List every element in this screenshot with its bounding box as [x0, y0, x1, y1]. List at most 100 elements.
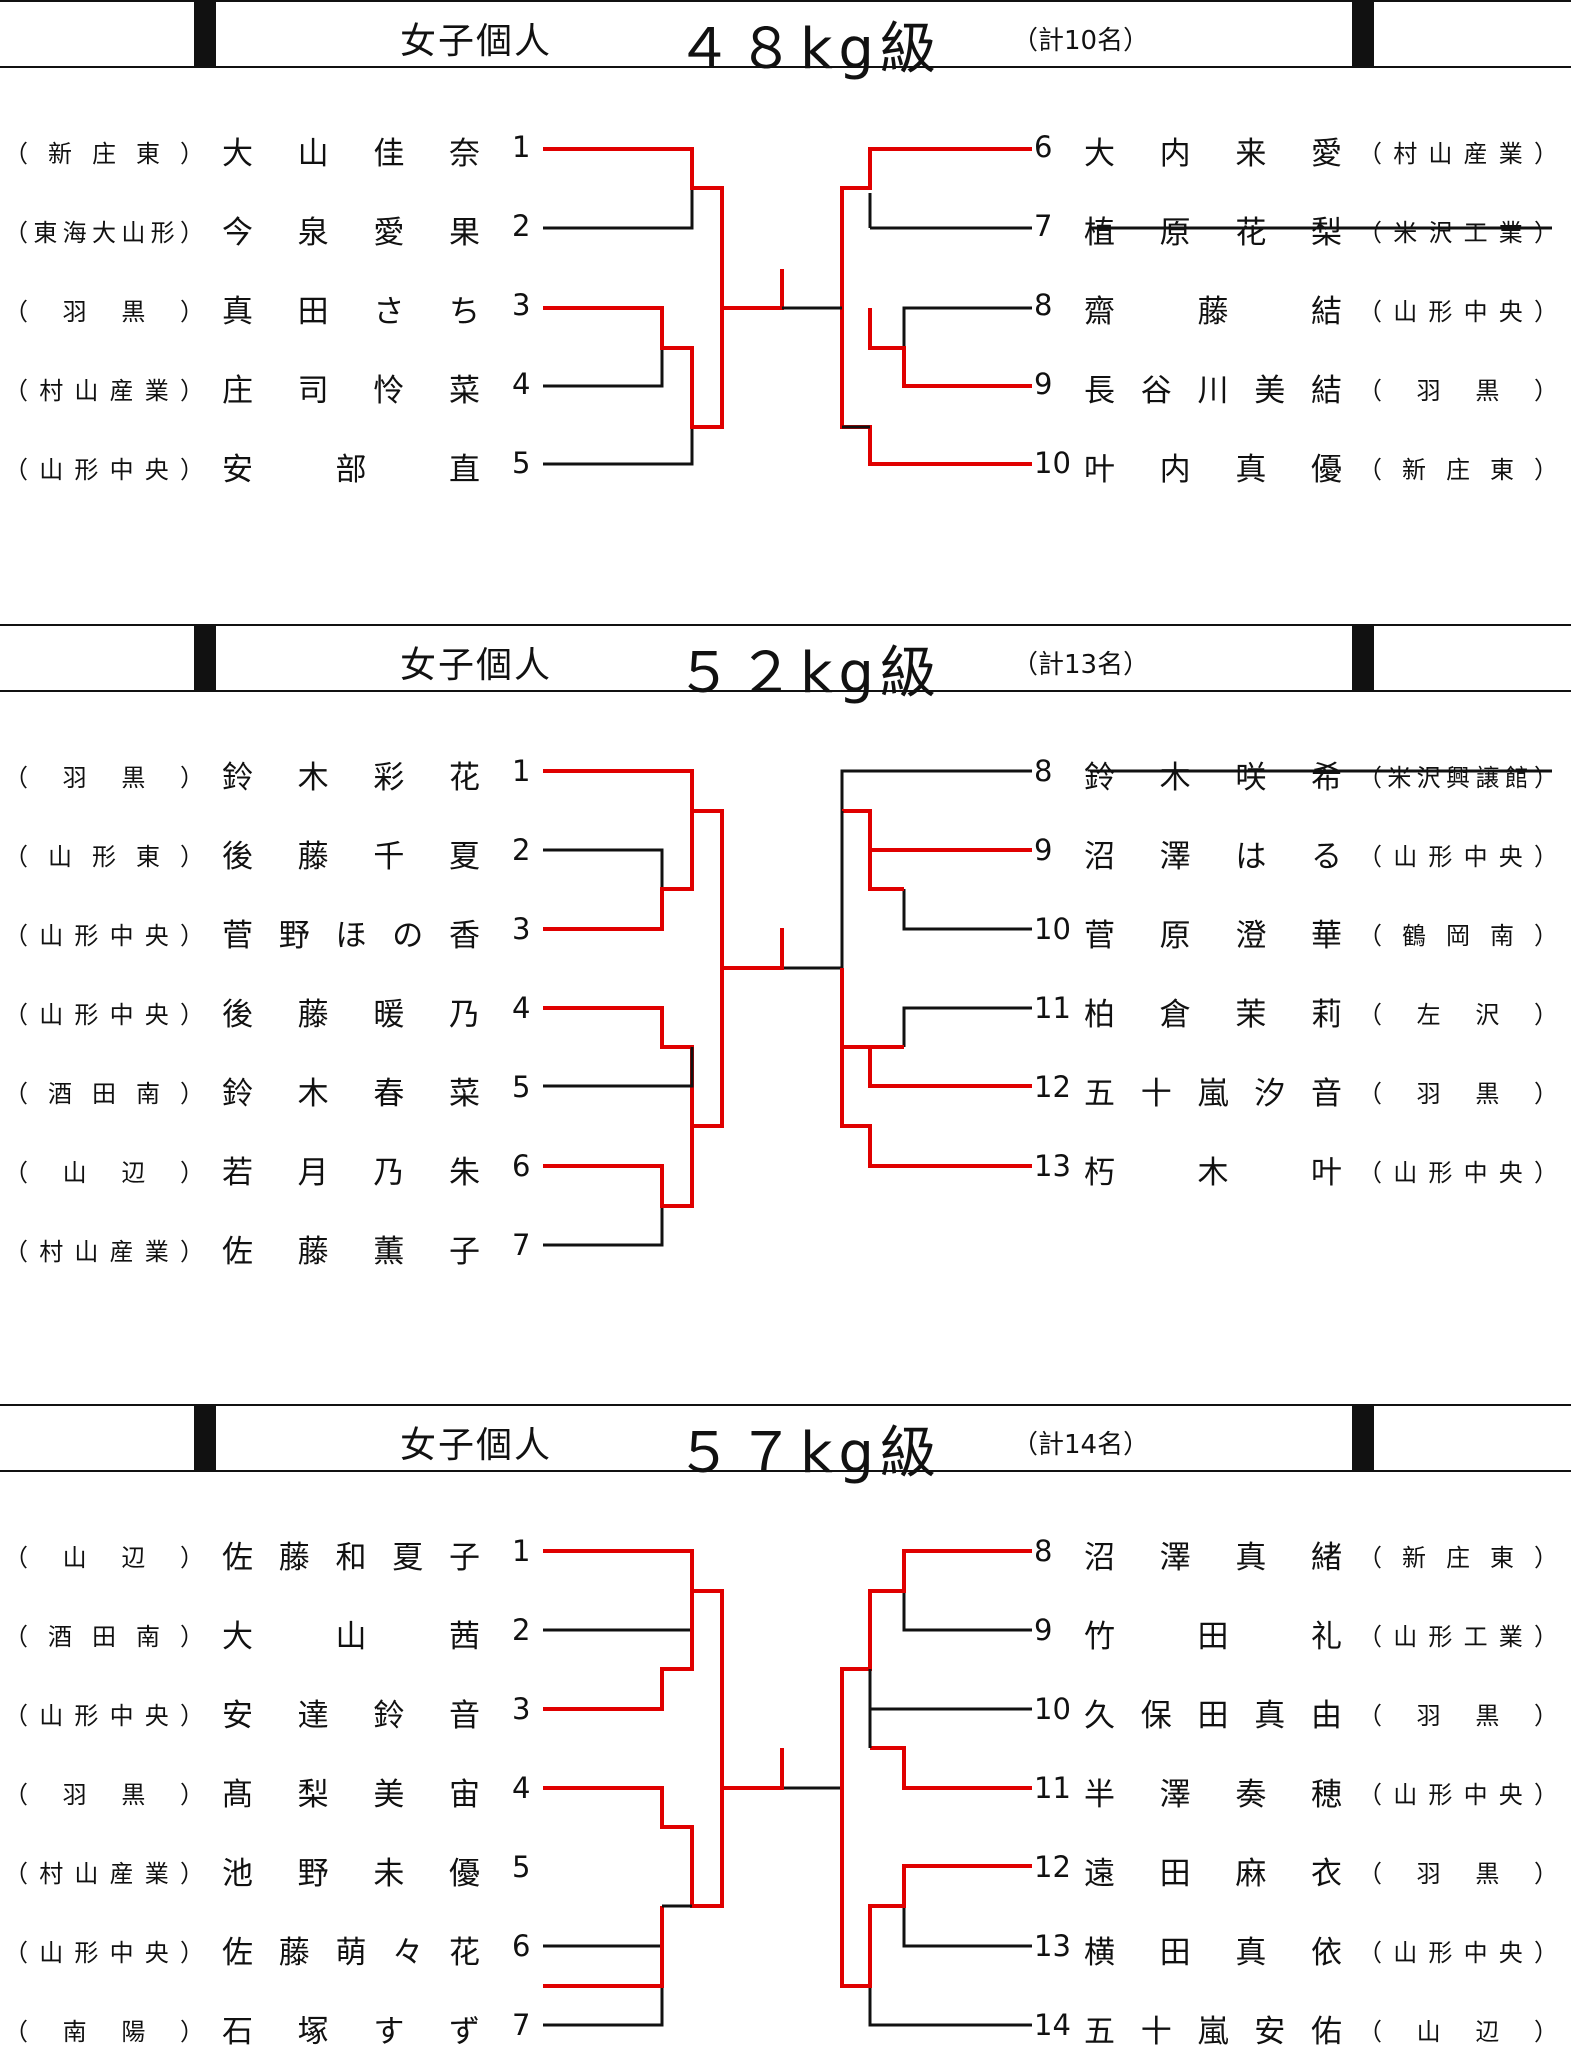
- school-label: （南陽）: [4, 2018, 204, 2046]
- wrestler-name: 植原花梨: [1084, 215, 1342, 251]
- seed-number: 13: [1034, 1149, 1071, 1183]
- wrestler-name: 叶内真優: [1084, 452, 1342, 488]
- wrestler-name: 佐藤薫子: [222, 1234, 480, 1270]
- wrestler-name: 安部直: [222, 452, 480, 488]
- weight-class: ４８kg級: [676, 17, 942, 82]
- participant-count: （計14名）: [1012, 1430, 1150, 1460]
- wrestler-name: 五十嵐汐音: [1084, 1076, 1342, 1112]
- school-label: （山形中央）: [1358, 843, 1558, 871]
- right-entry: 11 柏倉茉莉 （左沢）: [1030, 989, 1570, 1033]
- school-label: （山辺）: [1358, 2018, 1558, 2046]
- seed-number: 7: [1034, 209, 1053, 243]
- wrestler-name: 真田さち: [222, 294, 480, 330]
- participant-count: （計10名）: [1012, 26, 1150, 56]
- school-label: （村山産業）: [4, 1238, 204, 1266]
- wrestler-name: 沼澤真緒: [1084, 1540, 1342, 1576]
- school-label: （山形中央）: [4, 1939, 204, 1967]
- wrestler-name: 大内来愛: [1084, 136, 1342, 172]
- school-label: （山形工業）: [1358, 1623, 1558, 1651]
- seed-number: 8: [1034, 754, 1053, 788]
- wrestler-name: 安達鈴音: [222, 1698, 480, 1734]
- school-label: （羽黒）: [4, 298, 204, 326]
- seed-number: 10: [1034, 446, 1071, 480]
- seed-number: 7: [512, 1228, 531, 1262]
- school-label: （新庄東）: [4, 140, 204, 168]
- school-label: （羽黒）: [1358, 377, 1558, 405]
- school-label: （山形中央）: [4, 1001, 204, 1029]
- wrestler-name: 鈴木彩花: [222, 760, 480, 796]
- seed-number: 9: [1034, 833, 1053, 867]
- school-label: （山形中央）: [4, 922, 204, 950]
- seed-number: 7: [512, 2008, 531, 2042]
- seed-number: 9: [1034, 367, 1053, 401]
- seed-number: 2: [512, 209, 531, 243]
- school-label: （山形東）: [4, 843, 204, 871]
- wrestler-name: 柏倉茉莉: [1084, 997, 1342, 1033]
- school-label: （山形中央）: [1358, 298, 1558, 326]
- wrestler-name: 石塚すず: [222, 2014, 480, 2050]
- school-label: （羽黒）: [1358, 1080, 1558, 1108]
- school-label: （左沢）: [1358, 1001, 1558, 1029]
- school-label: （羽黒）: [4, 764, 204, 792]
- seed-number: 9: [1034, 1613, 1053, 1647]
- section-header: 女子個人 ５７kg級 （計14名）: [0, 1404, 1571, 1486]
- wrestler-name: 鈴木春菜: [222, 1076, 480, 1112]
- section-title: 女子個人: [400, 21, 553, 62]
- wrestler-name: 沼澤はる: [1084, 839, 1342, 875]
- seed-number: 11: [1034, 991, 1071, 1025]
- school-label: （酒田南）: [4, 1080, 204, 1108]
- wrestler-name: 佐藤萌々花: [222, 1935, 480, 1971]
- school-label: （山形中央）: [1358, 1159, 1558, 1187]
- school-label: （東海大山形）: [4, 219, 204, 247]
- left-entry: （村山産業） 佐藤薫子 7: [0, 1226, 540, 1270]
- section-header: 女子個人 ４８kg級 （計10名）: [0, 0, 1571, 82]
- wrestler-name: 横田真依: [1084, 1935, 1342, 1971]
- seed-number: 5: [512, 1850, 531, 1884]
- participant-count: （計13名）: [1012, 650, 1150, 680]
- seed-number: 11: [1034, 1771, 1071, 1805]
- school-label: （米沢興譲館）: [1358, 764, 1558, 792]
- wrestler-name: 佐藤和夏子: [222, 1540, 480, 1576]
- left-entry: （山辺） 佐藤和夏子 1: [0, 1532, 540, 1576]
- seed-number: 14: [1034, 2008, 1071, 2042]
- wrestler-name: 半澤奏穂: [1084, 1777, 1342, 1813]
- seed-number: 6: [512, 1929, 531, 1963]
- seed-number: 3: [512, 912, 531, 946]
- seed-number: 3: [512, 288, 531, 322]
- wrestler-name: 朽木叶: [1084, 1155, 1342, 1191]
- wrestler-name: 庄司怜菜: [222, 373, 480, 409]
- school-label: （酒田南）: [4, 1623, 204, 1651]
- seed-number: 5: [512, 446, 531, 480]
- right-entry: 9 竹田礼 （山形工業）: [1030, 1611, 1570, 1655]
- section-title: 女子個人: [400, 645, 553, 686]
- section-title: 女子個人: [400, 1425, 553, 1466]
- wrestler-name: 後藤暖乃: [222, 997, 480, 1033]
- seed-number: 8: [1034, 288, 1053, 322]
- school-label: （山辺）: [4, 1544, 204, 1572]
- bracket-lines: [543, 1549, 1032, 2027]
- seed-number: 1: [512, 1534, 531, 1568]
- wrestler-name: 若月乃朱: [222, 1155, 480, 1191]
- school-label: （鶴岡南）: [1358, 922, 1558, 950]
- weight-class: ５７kg級: [676, 1421, 942, 1486]
- seed-number: 8: [1034, 1534, 1053, 1568]
- wrestler-name: 竹田礼: [1084, 1619, 1342, 1655]
- school-label: （米沢工業）: [1358, 219, 1558, 247]
